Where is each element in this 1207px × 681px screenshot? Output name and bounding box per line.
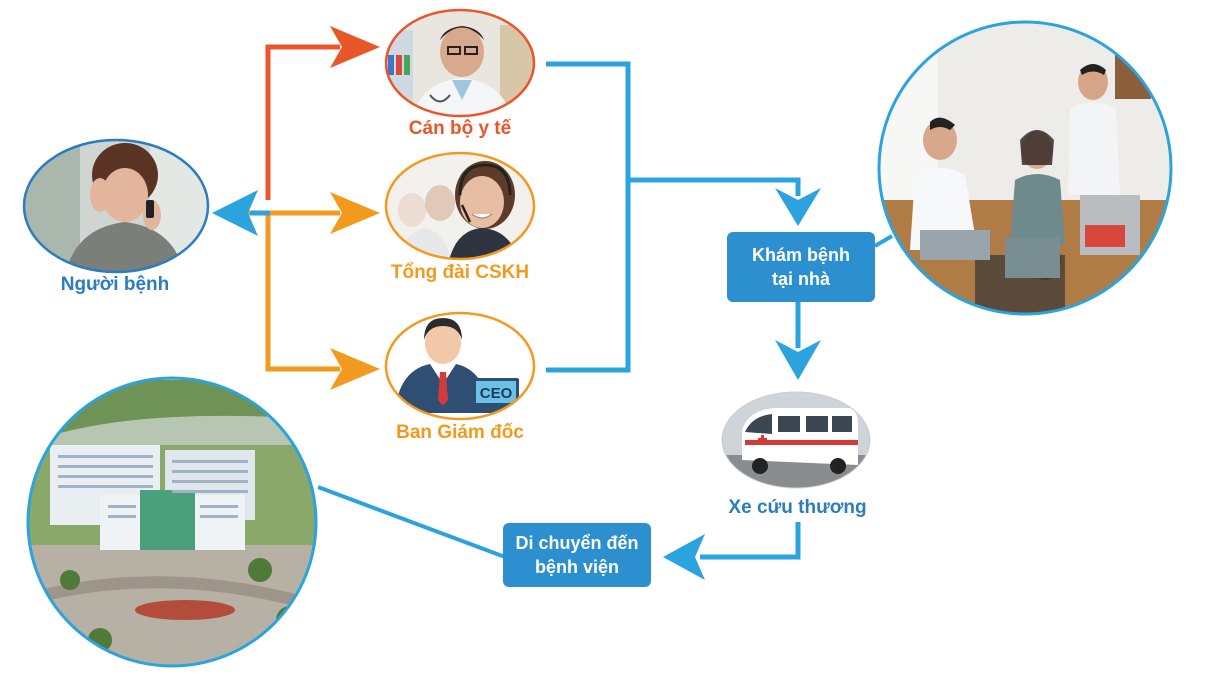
connector-to-medical-staff bbox=[265, 44, 340, 200]
arrowhead-to-patient bbox=[212, 190, 258, 236]
label-board: Ban Giám đốc bbox=[396, 422, 524, 443]
ambulance-photo bbox=[721, 391, 871, 489]
move-hospital-box: Di chuyển đến bệnh viện bbox=[503, 523, 651, 587]
arrowhead-to-board bbox=[330, 348, 380, 390]
label-ambulance: Xe cứu thương bbox=[728, 497, 867, 518]
ceo-badge-text: CEO bbox=[480, 385, 513, 402]
label-patient: Người bệnh bbox=[60, 274, 170, 295]
home-visit-line2: tại nhà bbox=[771, 269, 830, 289]
move-hospital-line2: bệnh viện bbox=[534, 557, 619, 577]
connector-hospital-photo bbox=[317, 485, 506, 559]
connector-from-medical-staff bbox=[546, 61, 631, 373]
ceo-icon: CEO bbox=[384, 311, 536, 421]
medical-staff-photo bbox=[384, 8, 536, 118]
label-medical-staff: Cán bộ y tế bbox=[408, 118, 512, 139]
arrowhead-to-call-center bbox=[330, 192, 380, 234]
connector-to-move-hospital bbox=[700, 522, 801, 560]
arrowhead-to-medical-staff bbox=[330, 26, 380, 68]
patient-photo bbox=[22, 138, 210, 274]
home-visit-box: Khám bệnh tại nhà bbox=[727, 232, 875, 302]
arrowhead-to-move-hospital bbox=[663, 534, 705, 580]
connector-to-home-visit bbox=[628, 177, 801, 196]
connector-to-board bbox=[265, 213, 340, 372]
arrowhead-to-home-visit bbox=[775, 188, 821, 226]
home-examination-photo bbox=[877, 20, 1173, 316]
call-center-photo bbox=[384, 151, 536, 261]
label-call-center: Tổng đài CSKH bbox=[390, 262, 530, 283]
arrowhead-to-ambulance bbox=[775, 340, 821, 380]
home-visit-line1: Khám bệnh bbox=[751, 245, 850, 265]
connectors bbox=[212, 26, 894, 580]
hospital-aerial-photo bbox=[26, 376, 318, 668]
move-hospital-line1: Di chuyển đến bbox=[515, 533, 639, 553]
connector-home-photo bbox=[873, 234, 894, 248]
